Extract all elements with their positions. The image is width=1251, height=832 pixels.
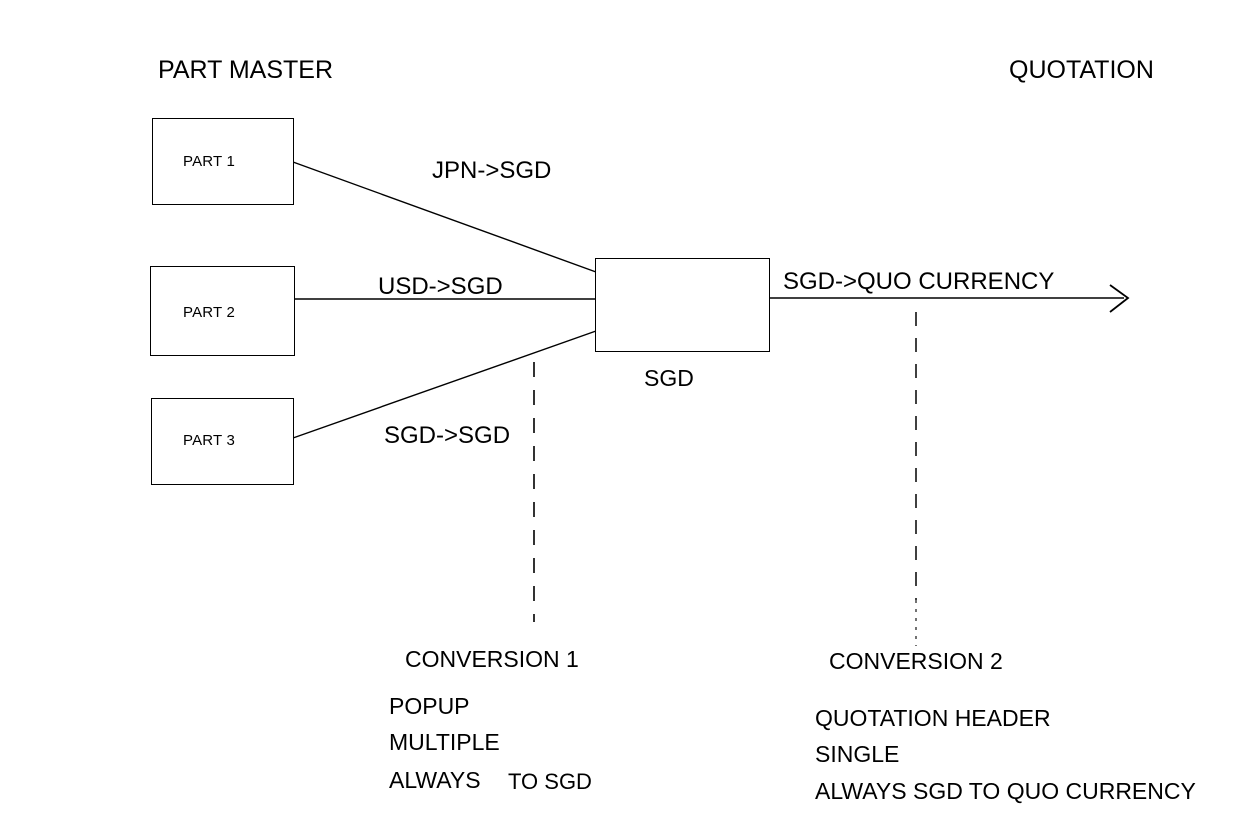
arrowhead-icon — [1109, 284, 1130, 313]
annotation-line-conversion-1-always: ALWAYS — [389, 767, 481, 793]
annotation-line-conversion-1-popup: POPUP — [389, 693, 470, 719]
edge-label-usd-to-sgd: USD->SGD — [378, 273, 503, 300]
annotation-title-conversion-1: CONVERSION 1 — [405, 646, 579, 672]
annotation-title-conversion-2: CONVERSION 2 — [829, 648, 1003, 674]
annotation-line-conversion-1-multiple: MULTIPLE — [389, 729, 500, 755]
group-title-quotation: QUOTATION — [1009, 56, 1154, 84]
node-box-part-1[interactable] — [152, 118, 294, 205]
group-title-part-master: PART MASTER — [158, 56, 334, 84]
node-box-part-2[interactable] — [150, 266, 295, 356]
annotation-line-conversion-2-single: SINGLE — [815, 741, 900, 767]
annotation-line-conversion-2-quotation-header: QUOTATION HEADER — [815, 705, 1051, 731]
edge-label-sgd-to-sgd: SGD->SGD — [384, 422, 511, 449]
edge-label-sgd-to-quo-currency: SGD->QUO CURRENCY — [783, 268, 1055, 295]
node-caption-sgd-hub: SGD — [644, 365, 694, 391]
node-label-part-3: PART 3 — [183, 432, 236, 449]
annotation-line-conversion-2-always-sgd: ALWAYS SGD TO QUO CURRENCY — [815, 778, 1196, 804]
node-box-sgd-hub[interactable] — [595, 258, 770, 352]
node-label-part-2: PART 2 — [183, 304, 236, 321]
node-label-part-1: PART 1 — [183, 153, 236, 170]
edge-label-jpn-to-sgd: JPN->SGD — [432, 157, 552, 184]
node-box-part-3[interactable] — [151, 398, 294, 485]
annotation-trailing-conversion-1-to-sgd: TO SGD — [508, 769, 592, 794]
